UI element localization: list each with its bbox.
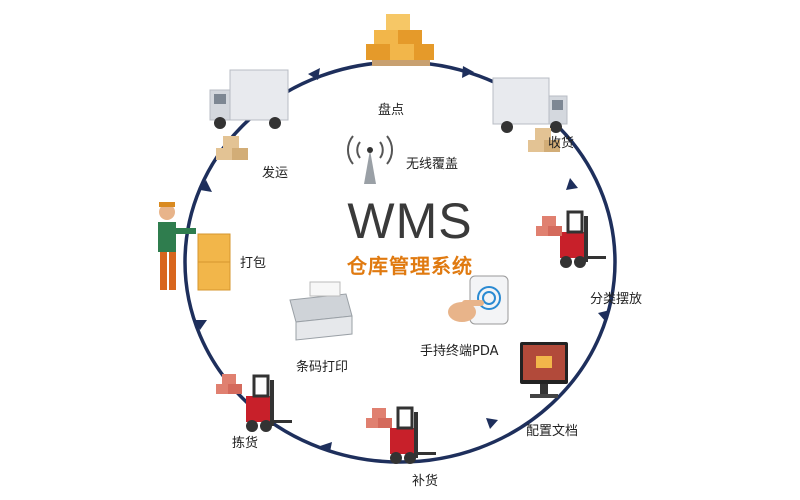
box-pile-icon [197,233,231,291]
computer-monitor-icon [520,342,568,398]
box-pile-icon [216,136,248,160]
inner-label-handheld-pda: 手持终端PDA [420,344,499,359]
handheld-pda-icon [448,275,509,325]
delivery-truck-icon [492,77,568,133]
diagram-subtitle: 仓库管理系统 [347,254,473,278]
delivery-truck-icon [209,69,289,129]
arrow-icon [462,66,474,78]
cycle-label-packing: 打包 [240,256,267,271]
forklift-icon [246,374,292,432]
box-pile-icon [528,128,560,152]
diagram-title: WMS [347,193,473,249]
forklift-icon [560,210,606,268]
cycle-label-picking: 拣货 [232,436,259,451]
cycle-label-sorting: 分类摆放 [590,292,643,307]
box-pile-icon [366,408,392,428]
forklift-icon [390,406,436,464]
arrow-icon [308,68,320,80]
cycle-label-shipping: 发运 [262,166,289,181]
cycle-arrows [194,66,610,452]
cycle-label-inventory: 盘点 [378,103,405,118]
barcode-printer-icon [289,281,353,341]
box-pile-icon [216,374,242,394]
wireless-antenna-icon [346,135,394,184]
box-pile-icon [536,216,562,236]
stacked-boxes-icon [366,14,434,66]
arrow-icon [566,178,578,190]
cycle-label-receiving: 收货 [548,136,575,151]
arrow-icon [320,442,332,452]
arrow-icon [194,320,207,330]
cycle-label-config-docs: 配置文档 [526,424,579,439]
inner-label-wireless: 无线覆盖 [406,157,459,172]
inner-label-barcode-printer: 条码打印 [296,360,349,375]
cycle-label-replenish: 补货 [412,474,439,489]
warehouse-worker-icon [158,202,196,290]
arrow-icon [486,418,498,429]
arrow-icon [200,180,212,192]
arrow-icon [598,310,610,322]
